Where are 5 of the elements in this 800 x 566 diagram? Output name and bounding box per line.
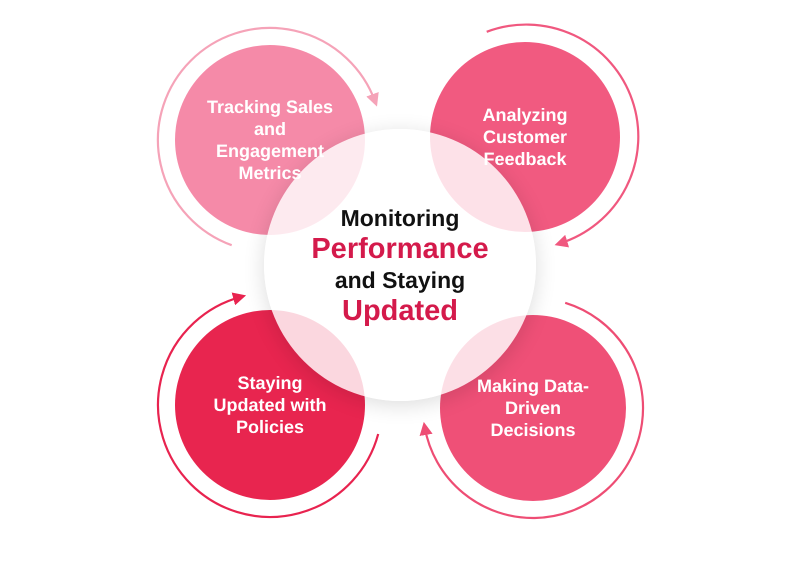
topic-label: Making Data-Driven Decisions — [476, 375, 590, 441]
topic-label: Analyzing Customer Feedback — [481, 104, 568, 170]
center-title: Monitoring Performance and Staying Updated — [310, 204, 490, 327]
topic-label: Staying Updated with Policies — [212, 372, 328, 438]
topic-label: Tracking Sales and Engagement Metrics — [206, 96, 334, 184]
